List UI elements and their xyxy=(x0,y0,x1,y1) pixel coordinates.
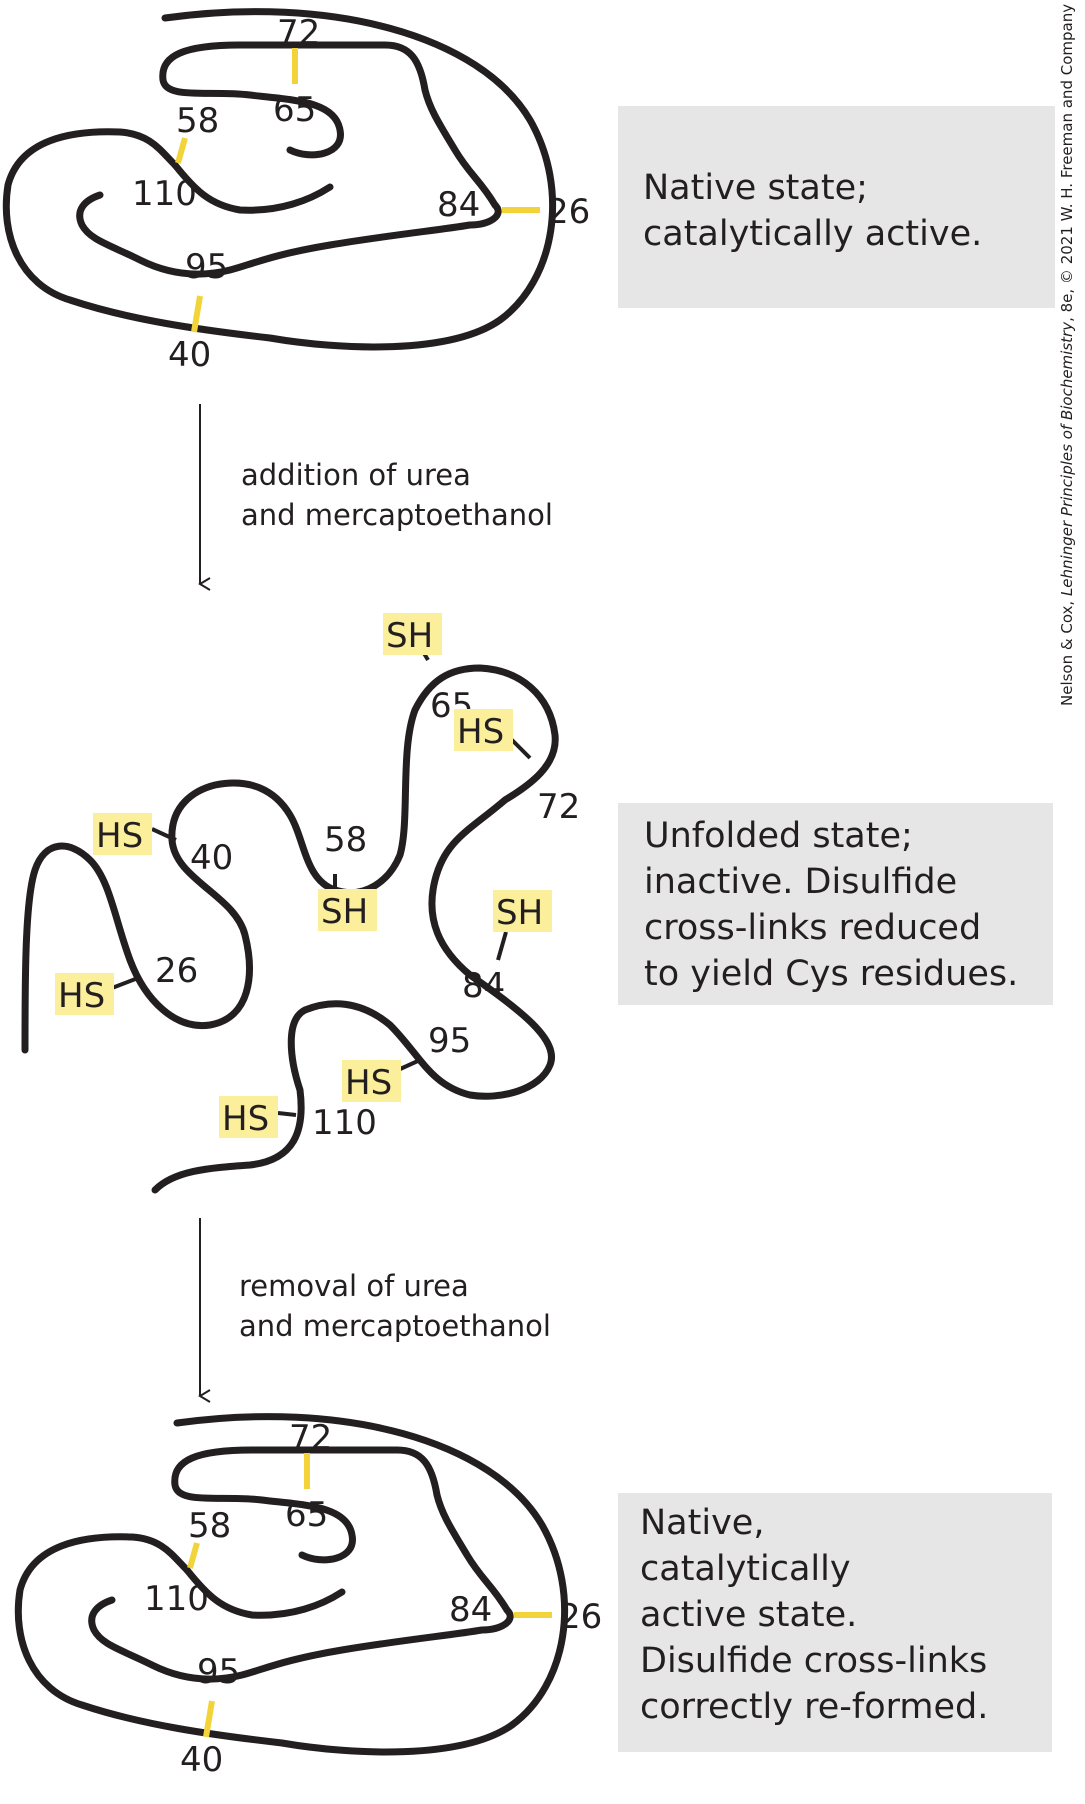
residue-label-65: 65 xyxy=(273,90,316,130)
caption-line: cross-links reduced xyxy=(644,908,982,948)
caption-line: Native state; xyxy=(643,168,868,208)
sh-highlight-58 xyxy=(318,889,377,931)
bond-26 xyxy=(111,976,139,990)
thiol-group-84: SH xyxy=(496,893,543,933)
credit-suffix: , 8e, © 2021 W. H. Freeman and Company xyxy=(1058,3,1076,322)
step-line: and mercaptoethanol xyxy=(239,1309,551,1343)
refolded-lower-strand xyxy=(88,1596,514,1683)
sh-highlight-26 xyxy=(55,973,114,1015)
caption-line: active state. xyxy=(640,1595,858,1635)
caption-line: catalytically active. xyxy=(643,214,983,254)
refolded-hairpin xyxy=(171,1446,511,1614)
thiol-group-65: SH xyxy=(386,616,433,656)
disulfide-95-40 xyxy=(191,295,203,333)
residue-label-58: 58 xyxy=(188,1506,231,1546)
residue-label-65: 65 xyxy=(285,1495,328,1535)
residue-label-95: 95 xyxy=(197,1652,240,1692)
step-line: removal of urea xyxy=(239,1269,469,1303)
caption-line: to yield Cys residues. xyxy=(644,954,1019,994)
residue-label-58: 58 xyxy=(176,101,219,141)
residue-label-40: 40 xyxy=(190,838,233,878)
sh-highlight-84 xyxy=(493,890,552,932)
credit-prefix: Nelson & Cox, xyxy=(1058,596,1076,706)
residue-label-110: 110 xyxy=(312,1103,377,1143)
residue-label-95: 95 xyxy=(428,1021,471,1061)
residue-label-72: 72 xyxy=(289,1418,332,1458)
bond-110 xyxy=(277,1111,297,1117)
renaturation-step-label: removal of urea and mercaptoethanol xyxy=(239,1266,551,1346)
bond-84 xyxy=(496,931,508,961)
residue-label-84: 84 xyxy=(437,185,480,225)
thiol-group-40: HS xyxy=(96,816,143,856)
caption-line: catalytically xyxy=(640,1549,851,1589)
residue-label-26: 26 xyxy=(155,951,198,991)
native-state-structure: 72 65 58 110 95 40 84 26 xyxy=(2,8,590,375)
disulfide-95-40 xyxy=(203,1700,215,1738)
residue-label-40: 40 xyxy=(168,335,211,375)
thiol-group-26: HS xyxy=(58,976,105,1016)
native-outer-loop xyxy=(2,8,557,351)
step-line: addition of urea xyxy=(241,458,471,492)
sh-highlight-65 xyxy=(383,613,442,655)
residue-label-110: 110 xyxy=(132,174,197,214)
sh-highlight-95 xyxy=(342,1060,401,1102)
residue-label-72: 72 xyxy=(537,787,580,827)
refolded-state-structure: 72 65 58 110 95 40 84 26 xyxy=(14,1413,602,1780)
refolded-state-caption: Native, catalytically active state. Disu… xyxy=(618,1493,1052,1752)
refolded-outer-loop xyxy=(14,1413,569,1756)
native-inner-loop xyxy=(171,161,334,214)
residue-label-40: 40 xyxy=(180,1740,223,1780)
copyright-credit: Nelson & Cox, Lehninger Principles of Bi… xyxy=(1058,4,1076,706)
caption-line: Native, xyxy=(640,1503,765,1543)
caption-line: correctly re-formed. xyxy=(640,1687,989,1727)
residue-label-72: 72 xyxy=(277,13,320,53)
thiol-group-95: HS xyxy=(345,1063,392,1103)
thiol-group-58: SH xyxy=(321,892,368,932)
caption-line: Disulfide cross-links xyxy=(640,1641,988,1681)
residue-label-84: 84 xyxy=(462,966,505,1006)
step-line: and mercaptoethanol xyxy=(241,498,553,532)
caption-line: inactive. Disulfide xyxy=(644,862,958,902)
denaturation-step-label: addition of urea and mercaptoethanol xyxy=(241,455,553,535)
residue-label-26: 26 xyxy=(559,1597,602,1637)
disulfide-58-110 xyxy=(175,137,188,164)
disulfide-58-110 xyxy=(187,1542,200,1569)
bond-40 xyxy=(151,827,177,842)
refolded-inner-loop xyxy=(183,1566,346,1619)
sh-highlight-40 xyxy=(93,813,152,855)
thiol-group-72: HS xyxy=(457,712,504,752)
thiol-group-110: HS xyxy=(222,1099,269,1139)
residue-label-26: 26 xyxy=(547,192,590,232)
sh-highlight-110 xyxy=(219,1096,278,1138)
bond-72 xyxy=(508,736,532,760)
residue-label-110: 110 xyxy=(144,1579,209,1619)
caption-line: Unfolded state; xyxy=(644,816,913,856)
native-hairpin xyxy=(159,41,499,209)
residue-label-84: 84 xyxy=(449,1590,492,1630)
native-state-caption: Native state; catalytically active. xyxy=(618,106,1055,308)
residue-label-58: 58 xyxy=(324,820,367,860)
residue-label-95: 95 xyxy=(185,247,228,287)
unfolded-state-caption: Unfolded state; inactive. Disulfide cros… xyxy=(618,803,1053,1005)
unfolded-chain xyxy=(21,664,559,1194)
bond-95 xyxy=(397,1058,421,1072)
credit-book-title: Lehninger Principles of Biochemistry xyxy=(1058,321,1076,597)
sh-highlight-72 xyxy=(454,709,513,751)
unfolded-state-structure: SH 65 HS 72 SH 58 HS 40 HS 26 SH 84 HS 9… xyxy=(21,613,580,1194)
native-lower-strand xyxy=(76,191,502,278)
